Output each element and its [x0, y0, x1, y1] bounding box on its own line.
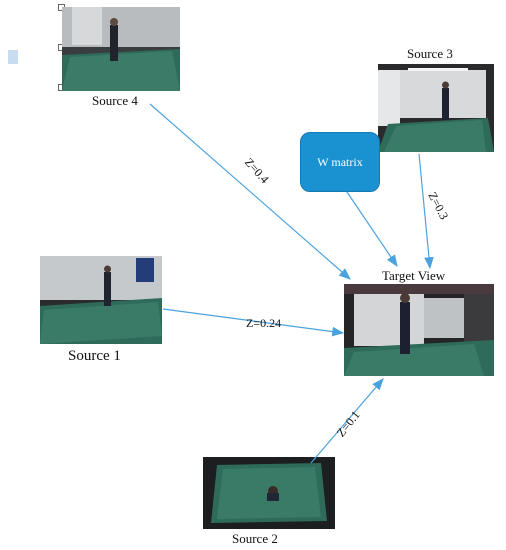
w-matrix-box: W matrix — [300, 132, 380, 192]
source-1-label: Source 1 — [68, 348, 121, 364]
target-view-image — [344, 284, 494, 376]
edge-source4-to-target — [149, 103, 351, 280]
edge-source2-to-target — [310, 378, 384, 464]
selection-marker — [8, 50, 18, 64]
edge-label-source1: Z=0.24 — [246, 316, 281, 330]
edge-label-source3: Z=0.3 — [425, 190, 451, 222]
source-3-image — [378, 64, 494, 152]
source-4-label: Source 4 — [92, 93, 138, 108]
target-view-label: Target View — [382, 268, 446, 283]
w-matrix-label: W matrix — [317, 154, 363, 169]
edge-label-source2: Z=0.1 — [334, 408, 363, 440]
edge-wmatrix-to-target — [346, 191, 398, 267]
source-2-label: Source 2 — [232, 531, 278, 546]
edge-source1-to-target — [162, 308, 345, 337]
source-1-image — [40, 256, 162, 344]
source-2-image — [203, 457, 335, 529]
source-3-label: Source 3 — [407, 46, 453, 61]
source-4-image — [62, 7, 180, 91]
edge-label-source4: Z=0.4 — [242, 155, 272, 186]
edge-source3-to-target — [418, 153, 434, 270]
